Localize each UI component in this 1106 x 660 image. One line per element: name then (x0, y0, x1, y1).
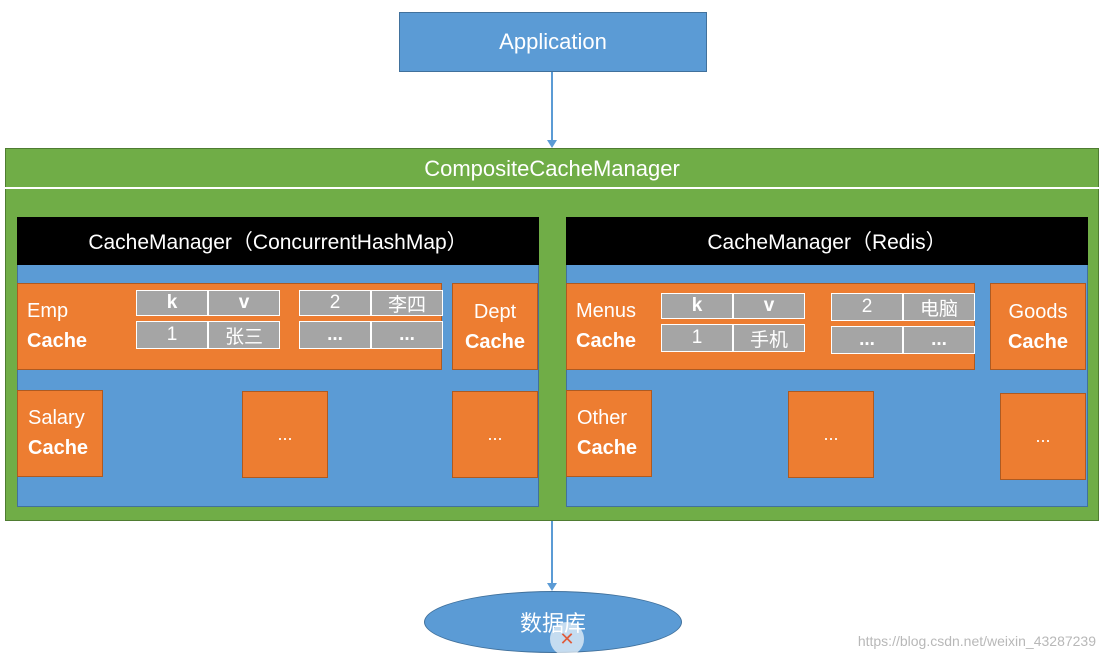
kv-cell-key: ... (299, 321, 371, 349)
watermark-text: https://blog.csdn.net/weixin_43287239 (857, 633, 1096, 649)
salary-cache: Salary Cache (17, 390, 103, 477)
connector-composite-to-db (551, 521, 553, 583)
composite-title: CompositeCacheManager (424, 156, 680, 181)
kv-cell-key: 1 (136, 321, 208, 349)
kv-header-k: k (136, 290, 208, 316)
menus-cache-label: Menus Cache (576, 300, 637, 352)
arrow-down-icon (547, 583, 557, 591)
more-cache-box: ... (1000, 393, 1086, 480)
kv-header-v: v (733, 293, 805, 319)
kv-cell-value: 张三 (208, 321, 280, 349)
kv-header-k: k (661, 293, 733, 319)
goods-cache: Goods Cache (990, 283, 1086, 370)
kv-cell-key: 2 (299, 290, 371, 316)
connector-app-to-composite (551, 72, 553, 140)
kv-cell-key: 1 (661, 324, 733, 352)
application-box: Application (399, 12, 707, 72)
composite-divider (5, 187, 1099, 189)
application-label: Application (499, 29, 607, 54)
kv-cell-value: ... (371, 321, 443, 349)
emp-cache-label: Emp Cache (27, 300, 88, 352)
cache-manager-title-left: CacheManager（ConcurrentHashMap） (17, 217, 539, 265)
more-cache-box: ... (452, 391, 538, 478)
other-cache: Other Cache (566, 390, 652, 477)
kv-cell-key: 2 (831, 293, 903, 321)
dept-cache: Dept Cache (452, 283, 538, 370)
cache-manager-title-right: CacheManager（Redis） (566, 217, 1088, 265)
kv-cell-value: 手机 (733, 324, 805, 352)
kv-cell-value: 李四 (371, 290, 443, 316)
more-cache-box: ... (788, 391, 874, 478)
kv-cell-value: 电脑 (903, 293, 975, 321)
arrow-down-icon (547, 140, 557, 148)
more-cache-box: ... (242, 391, 328, 478)
kv-cell-key: ... (831, 326, 903, 354)
csdn-logo-icon: ✕ (550, 622, 584, 656)
kv-cell-value: ... (903, 326, 975, 354)
kv-header-v: v (208, 290, 280, 316)
